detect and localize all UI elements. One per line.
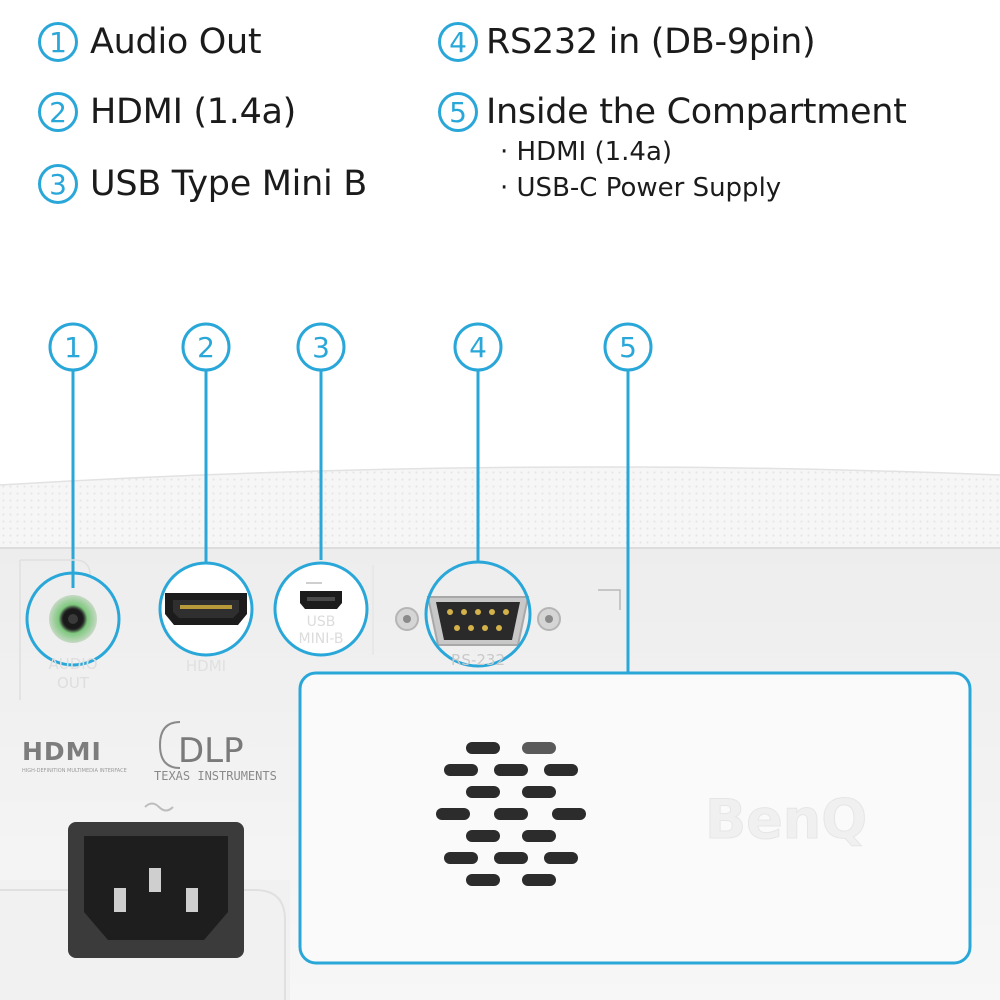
legend-item-audio-out: 1 Audio Out bbox=[38, 22, 262, 62]
legend-number-1: 1 bbox=[38, 22, 78, 62]
legend-number-4: 4 bbox=[438, 22, 478, 62]
legend-number-3: 3 bbox=[38, 164, 78, 204]
callout-3-number: 3 bbox=[312, 331, 330, 364]
callout-1: 1 bbox=[48, 322, 98, 588]
callout-5: 5 bbox=[603, 322, 653, 673]
legend-label-rs232: RS232 in (DB-9pin) bbox=[486, 22, 816, 62]
rs232-port: RS-232 bbox=[395, 560, 561, 669]
port-legend: 1 Audio Out 2 HDMI (1.4a) 3 USB Type Min… bbox=[0, 0, 1000, 230]
legend-item-usb: 3 USB Type Mini B bbox=[38, 164, 367, 204]
hdmi-port-label: HDMI bbox=[186, 657, 226, 675]
audio-port-label-line1: AUDIO bbox=[48, 655, 97, 673]
compartment-item-hdmi: · HDMI (1.4a) bbox=[500, 137, 673, 167]
ac-power-inlet bbox=[68, 802, 244, 958]
legend-label-audio-out: Audio Out bbox=[90, 22, 262, 62]
legend-item-compartment: 5 Inside the Compartment bbox=[438, 92, 907, 132]
audio-port-label-line2: OUT bbox=[57, 674, 90, 692]
audio-out-port: AUDIO OUT bbox=[20, 559, 121, 692]
dlp-logo-text: DLP bbox=[178, 731, 244, 771]
legend-number-2: 2 bbox=[38, 92, 78, 132]
ac-symbol bbox=[144, 802, 174, 812]
compartment-cover: BenQ bbox=[298, 671, 972, 965]
callout-5-number: 5 bbox=[619, 331, 637, 364]
legend-label-usb: USB Type Mini B bbox=[90, 164, 367, 204]
benq-logo: BenQ bbox=[705, 788, 867, 851]
usb-port-label-line1: USB bbox=[307, 614, 336, 630]
hdmi-logo: HDMI HIGH-DEFINITION MULTIMEDIA INTERFAC… bbox=[22, 737, 127, 774]
legend-item-hdmi: 2 HDMI (1.4a) bbox=[38, 92, 296, 132]
callout-2: 2 bbox=[181, 322, 231, 562]
legend-item-rs232: 4 RS232 in (DB-9pin) bbox=[438, 22, 816, 62]
callout-3: 3 bbox=[296, 322, 346, 560]
compartment-item-usb-c: · USB-C Power Supply bbox=[500, 173, 782, 203]
callout-2-number: 2 bbox=[197, 331, 215, 364]
legend-label-compartment: Inside the Compartment bbox=[486, 92, 907, 132]
hdmi-logo-text: HDMI bbox=[22, 737, 102, 766]
dlp-logo: DLP TEXAS INSTRUMENTS bbox=[154, 721, 277, 783]
callout-markers: 1 2 3 4 5 bbox=[48, 322, 653, 673]
legend-number-5: 5 bbox=[438, 92, 478, 132]
callout-4: 4 bbox=[453, 322, 503, 563]
compartment-vent bbox=[436, 742, 586, 886]
usb-mini-b-port: USB MINI-B bbox=[273, 561, 374, 657]
hdmi-logo-tagline: HIGH-DEFINITION MULTIMEDIA INTERFACE bbox=[22, 768, 127, 774]
corner-mark bbox=[598, 589, 621, 610]
callout-4-number: 4 bbox=[469, 331, 487, 364]
rs232-port-label: RS-232 bbox=[451, 651, 505, 669]
dlp-logo-maker: TEXAS INSTRUMENTS bbox=[154, 769, 277, 783]
hdmi-port: HDMI bbox=[158, 561, 254, 675]
usb-port-label-line2: MINI-B bbox=[299, 631, 344, 647]
callout-1-number: 1 bbox=[64, 331, 82, 364]
legend-label-hdmi: HDMI (1.4a) bbox=[90, 92, 297, 132]
top-vent-grille bbox=[0, 466, 1000, 560]
